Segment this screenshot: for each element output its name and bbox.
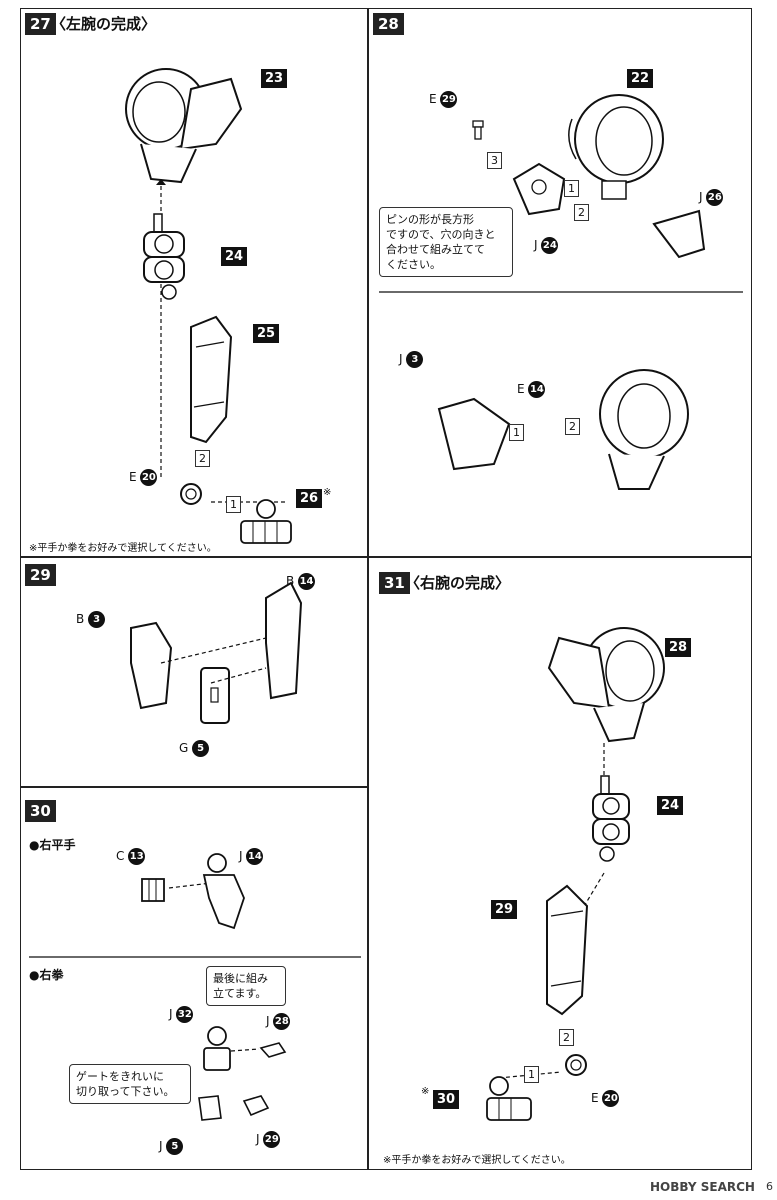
step-1-dashed-line [211, 501, 286, 503]
part-label-j14: J 14 [239, 848, 264, 865]
asterisk-mark-right: ※ [421, 1086, 430, 1097]
part-label-j5: J 5 [159, 1138, 184, 1155]
part-number-24: 24 [221, 247, 248, 266]
gate-trim-callout: ゲートをきれいに 切り取って下さい。 [69, 1064, 191, 1104]
step-2-marker-b: 2 [565, 415, 580, 435]
page-number: 6 [766, 1180, 773, 1193]
part-label-j28: J 28 [266, 1013, 291, 1030]
assembly-dashed-lines [160, 637, 267, 684]
fist-illustration [203, 1026, 231, 1071]
part-number-22: 22 [627, 69, 654, 88]
step-1-marker-b: 1 [509, 421, 524, 441]
step-31-number: 31 [379, 572, 410, 594]
upper-arm-cover-illustration [130, 621, 173, 710]
part-number-24-right: 24 [657, 796, 684, 815]
thumb-dashed-line [230, 1048, 260, 1052]
hand-choice-note-right: ※平手か拳をお好みで選択してください。 [383, 1155, 571, 1166]
elbow-joint-illustration [143, 213, 185, 300]
shoulder-part-illustration [125, 68, 243, 184]
step-2-marker: 2 [195, 447, 210, 467]
part-label-j26: J 26 [699, 189, 724, 206]
hand-choice-note: ※平手か拳をお好みで選択してください。 [29, 543, 217, 554]
step-28-number: 28 [373, 13, 404, 35]
step-3-marker: 3 [487, 149, 502, 169]
part-label-e20: E 20 [129, 469, 158, 486]
step-2-marker-a: 2 [574, 201, 589, 221]
step-1-marker: 1 [226, 493, 241, 513]
part-label-e14: E 14 [517, 381, 546, 398]
step-31-panel: 31 〈右腕の完成〉 28 24 29 2 E 20 1 [368, 557, 752, 1170]
hobby-search-watermark: HOBBY SEARCH [650, 1180, 755, 1194]
step-27-number: 27 [25, 13, 56, 35]
step-30-panel: 30 ●右平手 C 13 J 14 ●右拳 最後に組み 立てます。 J 32 J… [20, 787, 368, 1170]
part-label-b3: B 3 [76, 611, 106, 628]
part-number-26: 26 [296, 489, 323, 508]
step-27-title: 〈左腕の完成〉 [51, 15, 157, 33]
right-fist-heading: ●右拳 [29, 968, 64, 982]
right-hand-illustration [486, 1076, 532, 1121]
step-29-number: 29 [25, 564, 56, 586]
part-label-c13: C 13 [116, 848, 146, 865]
assemble-last-callout: 最後に組み 立てます。 [206, 966, 286, 1006]
pin-part-illustration [472, 120, 484, 140]
step-1-marker-right: 1 [524, 1063, 539, 1083]
step-29-panel: 29 B 3 B 14 G 5 [20, 557, 368, 787]
part-label-j3: J 3 [399, 351, 424, 368]
part-label-j32: J 32 [169, 1006, 194, 1023]
part-label-j24: J 24 [534, 237, 559, 254]
part-number-28: 28 [665, 638, 692, 657]
part-number-30: 30 [433, 1090, 460, 1109]
shoulder-sphere-illustration [568, 94, 664, 200]
right-elbow-illustration [592, 775, 630, 862]
part-label-e29: E 29 [429, 91, 458, 108]
right-shoulder-illustration [547, 627, 665, 743]
step-27-panel: 27 〈左腕の完成〉 23 24 25 2 E 20 [20, 8, 368, 557]
step-2-marker-right: 2 [559, 1026, 574, 1046]
part-number-25: 25 [253, 324, 280, 343]
step-1-marker-a: 1 [564, 177, 579, 197]
part-label-j29: J 29 [256, 1131, 281, 1148]
right-wrist-joint-illustration [565, 1054, 587, 1076]
step-28-panel: 28 22 E 29 3 J 24 1 2 J 26 ピンの形が長方形 ですので… [368, 8, 752, 557]
joint-block-illustration [512, 162, 566, 216]
armor-plate-illustration [437, 397, 511, 471]
right-open-hand-heading: ●右平手 [29, 838, 76, 852]
insert-plate-illustration [200, 667, 230, 724]
palm-part-illustration [198, 1095, 222, 1121]
wrist-part-illustration [242, 1095, 270, 1117]
asterisk-mark: ※ [323, 487, 332, 498]
part-number-29: 29 [491, 900, 518, 919]
assembled-shoulder-illustration [599, 369, 689, 490]
upper-arm-frame-illustration [265, 581, 303, 700]
right-forearm-illustration [546, 884, 589, 1016]
pin-orientation-callout: ピンの形が長方形 ですので、穴の向きと 合わせて組み立てて ください。 [379, 207, 513, 277]
sub-step-divider-30 [29, 956, 361, 958]
thumb-part-illustration [259, 1042, 287, 1058]
part-number-23: 23 [261, 69, 288, 88]
sub-step-divider [379, 291, 743, 293]
hand-part-illustration [240, 499, 292, 544]
part-label-g5: G 5 [179, 740, 210, 757]
forearm-part-illustration [190, 315, 233, 444]
step-31-title: 〈右腕の完成〉 [405, 574, 511, 592]
wrist-joint-illustration [180, 483, 202, 505]
open-hand-dashed-line [168, 882, 212, 889]
part-label-b14: B 14 [286, 573, 316, 590]
finger-block-illustration [141, 878, 165, 902]
open-hand-illustration [202, 853, 245, 930]
part-label-e20-right: E 20 [591, 1090, 620, 1107]
shoulder-cover-illustration [652, 209, 706, 259]
step-30-number: 30 [25, 800, 56, 822]
